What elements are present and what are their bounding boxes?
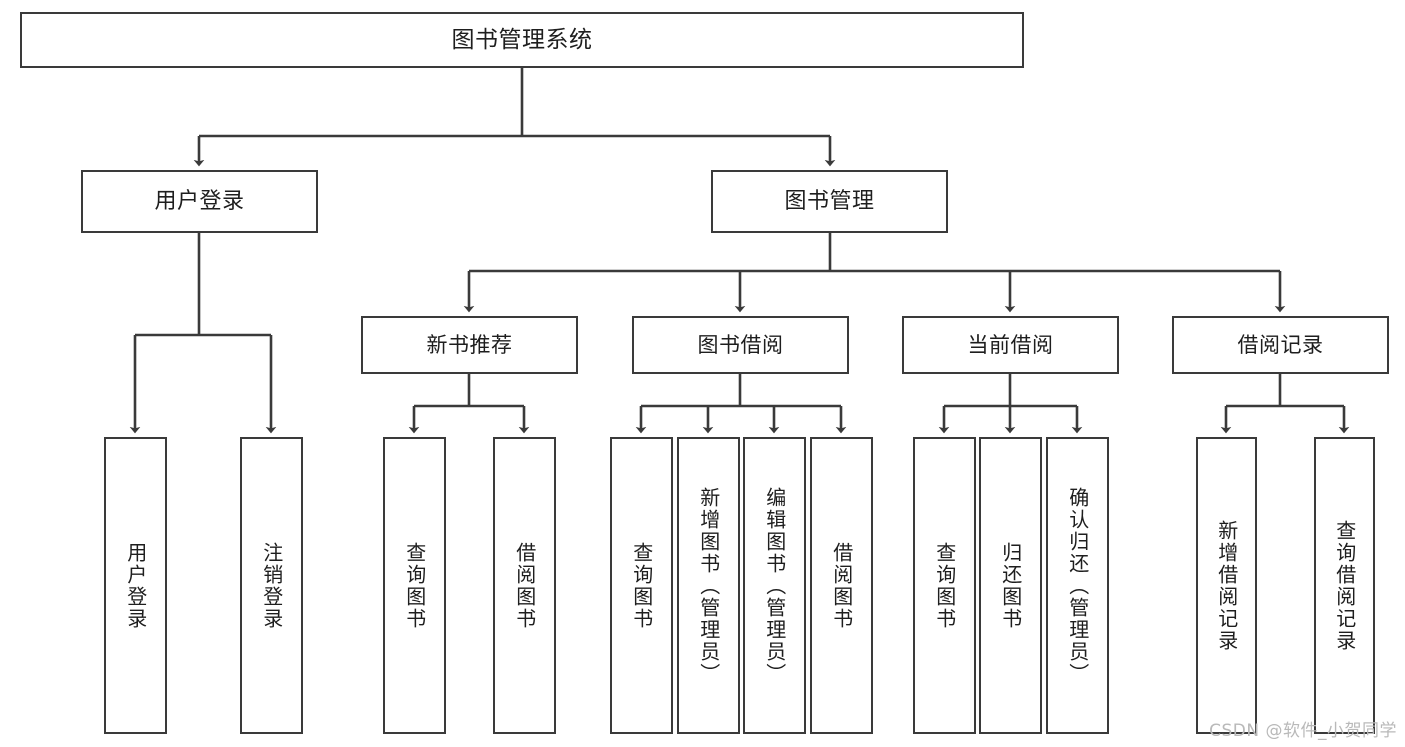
node-leaf-bookborrow-edit-book-admin-label: 编辑图书（管理员） <box>762 486 787 685</box>
node-leaf-bookborrow-add-book-admin-label: 新增图书（管理员） <box>696 486 721 685</box>
node-current-borrow[interactable]: 当前借阅 <box>902 316 1119 374</box>
node-leaf-bookborrow-borrow-book-label: 借阅图书 <box>829 541 854 630</box>
node-borrow-record[interactable]: 借阅记录 <box>1172 316 1389 374</box>
node-book-management[interactable]: 图书管理 <box>711 170 948 233</box>
node-leaf-currentborrow-confirm-return-admin-label: 确认归还（管理员） <box>1065 486 1090 685</box>
node-root-label: 图书管理系统 <box>451 26 593 53</box>
node-leaf-user-login[interactable]: 用户登录 <box>104 437 167 734</box>
node-user-login[interactable]: 用户登录 <box>81 170 318 233</box>
node-leaf-newbook-borrow-book[interactable]: 借阅图书 <box>493 437 556 734</box>
node-leaf-borrowrecord-add-record-label: 新增借阅记录 <box>1214 519 1239 652</box>
node-leaf-newbook-query-book[interactable]: 查询图书 <box>383 437 446 734</box>
node-leaf-newbook-borrow-book-label: 借阅图书 <box>512 541 537 630</box>
node-leaf-bookborrow-edit-book-admin[interactable]: 编辑图书（管理员） <box>743 437 806 734</box>
node-leaf-currentborrow-return-book[interactable]: 归还图书 <box>979 437 1042 734</box>
node-leaf-currentborrow-query-book[interactable]: 查询图书 <box>913 437 976 734</box>
node-new-book-recommend-label: 新书推荐 <box>426 332 513 357</box>
node-book-management-label: 图书管理 <box>784 188 875 214</box>
node-leaf-currentborrow-confirm-return-admin[interactable]: 确认归还（管理员） <box>1046 437 1109 734</box>
node-leaf-bookborrow-add-book-admin[interactable]: 新增图书（管理员） <box>677 437 740 734</box>
node-leaf-user-login-label: 用户登录 <box>123 541 148 630</box>
node-leaf-currentborrow-return-book-label: 归还图书 <box>998 541 1023 630</box>
node-user-login-label: 用户登录 <box>154 188 245 214</box>
node-leaf-borrowrecord-query-record-label: 查询借阅记录 <box>1332 519 1357 652</box>
node-book-borrow-label: 图书借阅 <box>697 332 784 357</box>
node-new-book-recommend[interactable]: 新书推荐 <box>361 316 578 374</box>
watermark-text: CSDN @软件_小贺同学 <box>1209 721 1397 741</box>
node-leaf-logout[interactable]: 注销登录 <box>240 437 303 734</box>
node-leaf-bookborrow-borrow-book[interactable]: 借阅图书 <box>810 437 873 734</box>
node-leaf-borrowrecord-query-record[interactable]: 查询借阅记录 <box>1314 437 1375 734</box>
node-root-book-management-system[interactable]: 图书管理系统 <box>20 12 1024 68</box>
node-leaf-logout-label: 注销登录 <box>259 541 284 630</box>
node-leaf-bookborrow-query-book[interactable]: 查询图书 <box>610 437 673 734</box>
node-borrow-record-label: 借阅记录 <box>1237 332 1324 357</box>
node-book-borrow[interactable]: 图书借阅 <box>632 316 849 374</box>
node-current-borrow-label: 当前借阅 <box>967 332 1054 357</box>
node-leaf-newbook-query-book-label: 查询图书 <box>402 541 427 630</box>
node-leaf-borrowrecord-add-record[interactable]: 新增借阅记录 <box>1196 437 1257 734</box>
node-leaf-bookborrow-query-book-label: 查询图书 <box>629 541 654 630</box>
node-leaf-currentborrow-query-book-label: 查询图书 <box>932 541 957 630</box>
